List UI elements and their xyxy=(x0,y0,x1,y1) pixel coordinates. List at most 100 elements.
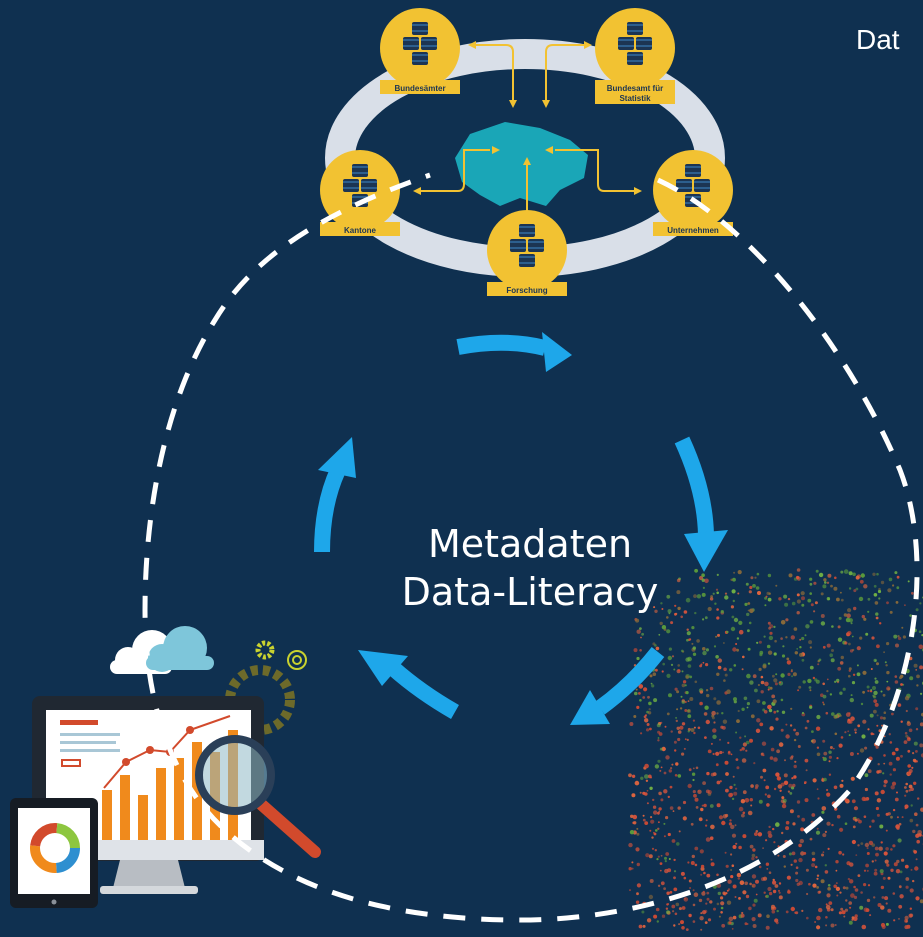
scatter-dot xyxy=(900,683,903,686)
scatter-dot xyxy=(698,898,703,903)
scatter-dot xyxy=(676,578,681,583)
scatter-dot xyxy=(748,621,752,625)
database-node-bfs[interactable]: Bundesamt für Statistik xyxy=(595,8,675,104)
scatter-dot xyxy=(867,597,871,601)
scatter-dot xyxy=(724,592,728,595)
scatter-dot xyxy=(702,661,705,664)
scatter-dot xyxy=(796,599,802,604)
scatter-dot xyxy=(766,914,770,918)
scatter-dot xyxy=(661,746,666,752)
scatter-dot xyxy=(793,738,797,742)
scatter-dot xyxy=(657,827,660,830)
scatter-dot xyxy=(893,634,898,639)
scatter-dot xyxy=(898,904,903,909)
scatter-dot xyxy=(742,742,748,747)
scatter-dot xyxy=(666,903,669,906)
scatter-dot xyxy=(687,664,692,668)
scatter-dot xyxy=(680,695,683,698)
scatter-dot xyxy=(670,767,673,770)
scatter-dot xyxy=(825,711,829,715)
scatter-dot xyxy=(792,672,797,677)
scatter-dot xyxy=(707,606,712,612)
scatter-dot xyxy=(693,726,696,729)
scatter-dot xyxy=(663,822,666,825)
scatter-dot xyxy=(713,645,717,648)
scatter-dot xyxy=(801,909,804,913)
scatter-dot xyxy=(678,923,681,926)
scatter-dot xyxy=(641,632,644,636)
database-node-unternehmen[interactable]: Unternehmen xyxy=(653,150,733,236)
scatter-dot xyxy=(769,631,773,635)
scatter-dot xyxy=(717,665,722,670)
scatter-dot xyxy=(815,569,819,573)
scatter-dot xyxy=(767,621,771,625)
scatter-dot xyxy=(694,846,699,851)
scatter-dot xyxy=(685,597,691,603)
scatter-dot xyxy=(646,789,649,792)
scatter-dot xyxy=(732,577,736,582)
scatter-dot xyxy=(790,906,795,912)
cycle-arrows[interactable] xyxy=(314,332,728,725)
database-node-forschung[interactable]: Forschung xyxy=(487,210,567,296)
scatter-dot xyxy=(671,839,676,843)
scatter-dot xyxy=(821,853,824,857)
scatter-dot xyxy=(860,842,864,845)
scatter-dot xyxy=(796,882,800,886)
scatter-dot xyxy=(778,681,784,686)
scatter-dot xyxy=(666,712,670,716)
scatter-dot xyxy=(875,852,879,857)
scatter-dot xyxy=(844,822,848,825)
scatter-dot xyxy=(835,886,841,892)
scatter-dot xyxy=(894,680,899,684)
scatter-dot xyxy=(854,914,858,918)
data-cycle-dashed-path xyxy=(142,172,920,923)
scatter-dot xyxy=(844,641,848,645)
scatter-dot xyxy=(642,791,646,795)
scatter-dot xyxy=(753,898,758,903)
scatter-dot xyxy=(858,596,864,602)
scatter-dot xyxy=(823,777,827,782)
scatter-dot xyxy=(796,593,800,597)
scatter-dot xyxy=(880,885,885,890)
database-node-bundesaemter[interactable]: Bundesämter xyxy=(380,8,460,94)
scatter-dot xyxy=(878,587,881,591)
scatter-dot xyxy=(747,810,753,816)
scatter-dot xyxy=(904,804,909,809)
scatter-dot xyxy=(669,890,673,894)
scatter-dot xyxy=(808,686,812,689)
scatter-dot xyxy=(785,636,788,639)
scatter-dot xyxy=(876,813,880,817)
scatter-dot xyxy=(804,782,806,785)
scatter-dot xyxy=(861,614,865,619)
scatter-dot xyxy=(756,718,761,723)
scatter-dot xyxy=(850,694,853,697)
scatter-dot xyxy=(839,714,842,717)
scatter-dot xyxy=(848,674,851,678)
scatter-dot xyxy=(669,806,674,810)
scatter-dot xyxy=(792,783,796,788)
scatter-dot xyxy=(772,827,775,831)
scatter-dot xyxy=(898,822,902,826)
scatter-dot xyxy=(800,851,805,856)
scatter-dot xyxy=(681,649,684,653)
scatter-dot xyxy=(701,891,706,896)
scatter-dot xyxy=(706,693,710,698)
scatter-dot xyxy=(919,665,923,670)
scatter-dot xyxy=(886,680,889,683)
scatter-dot xyxy=(857,874,861,877)
scatter-dot xyxy=(773,757,778,762)
scatter-dot xyxy=(765,862,770,866)
scatter-dot xyxy=(681,722,686,726)
scatter-dot xyxy=(915,608,919,612)
scatter-dot xyxy=(869,825,872,828)
scatter-dot xyxy=(705,663,709,667)
scatter-dot xyxy=(886,670,890,675)
scatter-dot xyxy=(746,706,749,709)
scatter-dot xyxy=(831,649,834,652)
scatter-dot xyxy=(771,904,775,909)
database-node-kantone[interactable]: Kantone xyxy=(320,150,400,236)
scatter-dot xyxy=(840,907,844,911)
cycle-arrow-bottom-left xyxy=(358,650,459,719)
scatter-dot xyxy=(723,642,725,644)
scatter-dot xyxy=(883,711,887,714)
